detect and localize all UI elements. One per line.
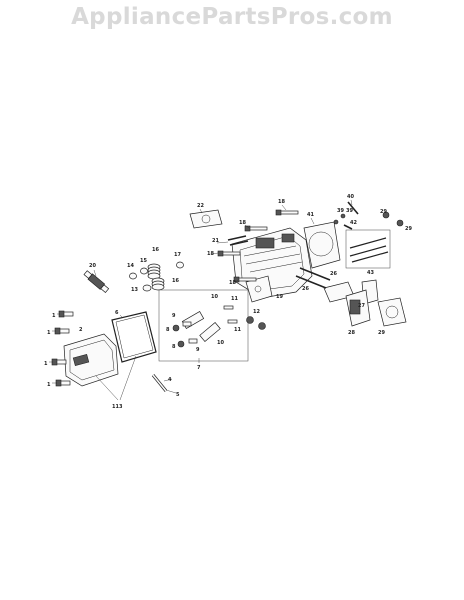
- cap-41-right[interactable]: [396, 219, 404, 227]
- valve-cap-17[interactable]: [176, 261, 184, 269]
- callout-8-top: 8: [166, 327, 170, 333]
- callout-9-top: 9: [172, 313, 176, 319]
- valve-spring-lower[interactable]: [151, 277, 165, 291]
- valve-cover-gasket[interactable]: [111, 311, 157, 363]
- rocker-arm-group-box: [158, 289, 249, 362]
- callout-1-left: 1: [44, 361, 48, 367]
- rocker-arm-right[interactable]: [199, 322, 221, 342]
- callout-11-top: 11: [231, 296, 238, 302]
- bolt-44[interactable]: [343, 224, 353, 230]
- callout-29: 29: [378, 330, 385, 336]
- valve-cover[interactable]: [63, 333, 119, 387]
- head-bolt-18-lower[interactable]: [233, 276, 257, 283]
- callout-27: 27: [358, 303, 365, 309]
- bolt-1-left[interactable]: [51, 358, 67, 366]
- valve-spring-upper[interactable]: [147, 263, 161, 280]
- callout-41-right: 29: [405, 226, 412, 232]
- callout-113: 113: [112, 404, 123, 410]
- bolt-43[interactable]: [347, 201, 359, 215]
- callout-labels: 22 18 18 21 18 18 41 40 39 39 29 29 42 4…: [44, 194, 412, 410]
- callout-18-left: 18: [207, 251, 214, 257]
- watermark-text: AppliancePartsPros.com: [71, 4, 393, 30]
- callout-43: 40: [347, 194, 354, 200]
- callout-28: 28: [348, 330, 355, 336]
- valve-retainer-15[interactable]: [140, 267, 148, 275]
- callout-42-right: 39: [346, 208, 353, 214]
- callout-12: 12: [253, 309, 260, 315]
- callout-18-top: 18: [278, 199, 285, 205]
- flange-nut-12b[interactable]: [258, 322, 266, 330]
- callout-18-upper: 18: [239, 220, 246, 226]
- washer-42b[interactable]: [333, 219, 339, 225]
- adjust-nut-8-bottom[interactable]: [177, 340, 185, 348]
- head-bolt-18-left[interactable]: [217, 250, 241, 257]
- callout-19: 19: [276, 294, 283, 300]
- valve-retainer-14[interactable]: [129, 272, 137, 280]
- pivot-9-bottom[interactable]: [188, 338, 198, 344]
- callout-20: 20: [89, 263, 96, 269]
- callout-2: 2: [79, 327, 83, 333]
- push-rod[interactable]: [151, 374, 168, 392]
- callout-9-bottom: 9: [196, 347, 200, 353]
- callout-1-mid: 1: [47, 330, 51, 336]
- callout-11-bottom: 11: [234, 327, 241, 333]
- washer-42[interactable]: [340, 213, 346, 219]
- head-bolt-18-upper[interactable]: [244, 225, 268, 232]
- pivot-bolt-11-top[interactable]: [223, 305, 234, 310]
- callout-18-lower: 18: [229, 280, 236, 286]
- callout-40: 43: [367, 270, 374, 276]
- callout-39: 41: [307, 212, 314, 218]
- leader-lines: [49, 199, 353, 394]
- callout-42-left: 39: [337, 208, 344, 214]
- callout-13: 13: [131, 287, 138, 293]
- cable-kit-box: [345, 229, 391, 269]
- callout-16-top: 16: [152, 247, 159, 253]
- pivot-9-top[interactable]: [182, 321, 192, 327]
- callout-14: 14: [127, 263, 134, 269]
- callout-26-upper: 26: [330, 271, 337, 277]
- bolt-1-top[interactable]: [58, 310, 74, 318]
- callout-10-top: 10: [211, 294, 218, 300]
- callout-1-bottom: 1: [47, 382, 51, 388]
- spark-plug[interactable]: [83, 270, 110, 294]
- callout-6: 6: [115, 310, 119, 316]
- intake-plate[interactable]: [245, 275, 273, 303]
- callout-1-top: 1: [52, 313, 56, 319]
- callout-16-bottom: 16: [172, 278, 179, 284]
- adjust-nut-8-top[interactable]: [172, 324, 180, 332]
- callout-10-bottom: 10: [217, 340, 224, 346]
- cable-kit[interactable]: [349, 237, 389, 263]
- head-gasket[interactable]: [303, 221, 341, 269]
- callout-15: 15: [140, 258, 147, 264]
- callout-21: 21: [212, 238, 219, 244]
- stud-21[interactable]: [227, 235, 249, 246]
- bolt-1-mid[interactable]: [54, 327, 70, 335]
- cap-41-left[interactable]: [382, 211, 390, 219]
- callout-17: 17: [174, 252, 181, 258]
- callout-26-lower: 26: [302, 286, 309, 292]
- callout-8-bottom: 8: [172, 344, 176, 350]
- head-bolt-18-top[interactable]: [275, 209, 299, 216]
- valve-seal-13[interactable]: [142, 284, 152, 292]
- flange-nut-12a[interactable]: [246, 316, 254, 324]
- callout-22: 22: [197, 203, 204, 209]
- callout-7: 7: [197, 365, 201, 371]
- callout-4: 4: [168, 377, 172, 383]
- pivot-bolt-11-bottom[interactable]: [227, 319, 238, 324]
- exhaust-gasket[interactable]: [189, 209, 223, 229]
- callout-5: 5: [176, 392, 180, 398]
- carburetor-gasket[interactable]: [377, 297, 407, 327]
- callout-44: 42: [350, 220, 357, 226]
- bolt-1-bottom[interactable]: [55, 379, 71, 387]
- callout-41-left: 29: [380, 209, 387, 215]
